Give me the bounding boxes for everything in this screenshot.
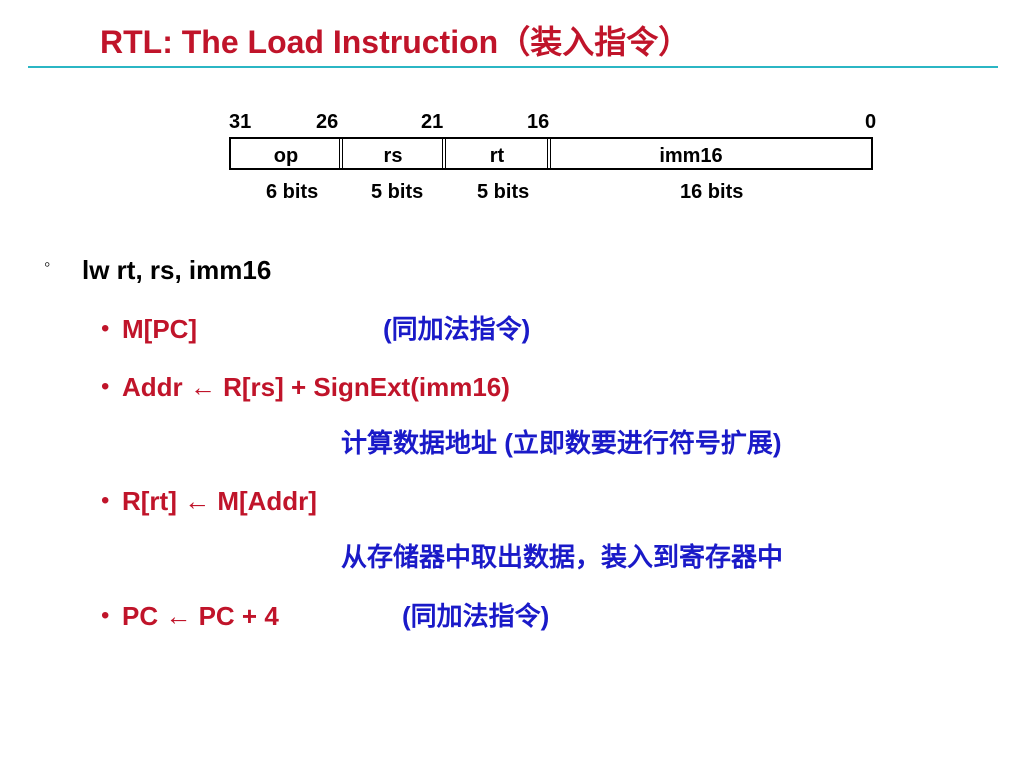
step-note: 计算数据地址 (立即数要进行符号扩展)	[341, 428, 782, 458]
field-divider-rt-imm16	[547, 137, 551, 170]
field-imm16: imm16	[659, 145, 723, 167]
title-underline	[28, 66, 998, 68]
bit-position-0: 0	[865, 111, 877, 133]
step-note: 从存储器中取出数据，装入到寄存器中	[341, 542, 784, 572]
step-rtl: PC ← PC + 4	[122, 601, 279, 631]
instruction-syntax: lw rt, rs, imm16	[82, 255, 272, 285]
width-imm16: 16 bits	[680, 181, 744, 203]
step-bullet: •	[101, 602, 110, 629]
field-divider-rs-rt	[442, 137, 446, 170]
hollow-bullet: ◦	[44, 254, 51, 274]
width-rt: 5 bits	[477, 181, 530, 203]
format-box	[229, 137, 873, 170]
bit-position-16: 16	[527, 111, 550, 133]
field-op: op	[273, 145, 299, 167]
field-rt: rt	[489, 145, 505, 167]
field-divider-op-rs	[339, 137, 343, 170]
slide-title: RTL: The Load Instruction（装入指令）	[100, 24, 691, 60]
step-rtl: Addr ← R[rs] + SignExt(imm16)	[122, 372, 510, 402]
step-note: (同加法指令)	[383, 314, 531, 344]
step-bullet: •	[101, 487, 110, 514]
width-rs: 5 bits	[371, 181, 424, 203]
step-rtl: R[rt] ← M[Addr]	[122, 486, 317, 516]
step-rtl: M[PC]	[122, 314, 198, 344]
bit-position-26: 26	[316, 111, 339, 133]
bit-position-31: 31	[229, 111, 252, 133]
width-op: 6 bits	[266, 181, 319, 203]
bit-position-21: 21	[421, 111, 444, 133]
step-bullet: •	[101, 373, 110, 400]
step-bullet: •	[101, 315, 110, 342]
field-rs: rs	[383, 145, 403, 167]
step-note: (同加法指令)	[402, 601, 550, 631]
